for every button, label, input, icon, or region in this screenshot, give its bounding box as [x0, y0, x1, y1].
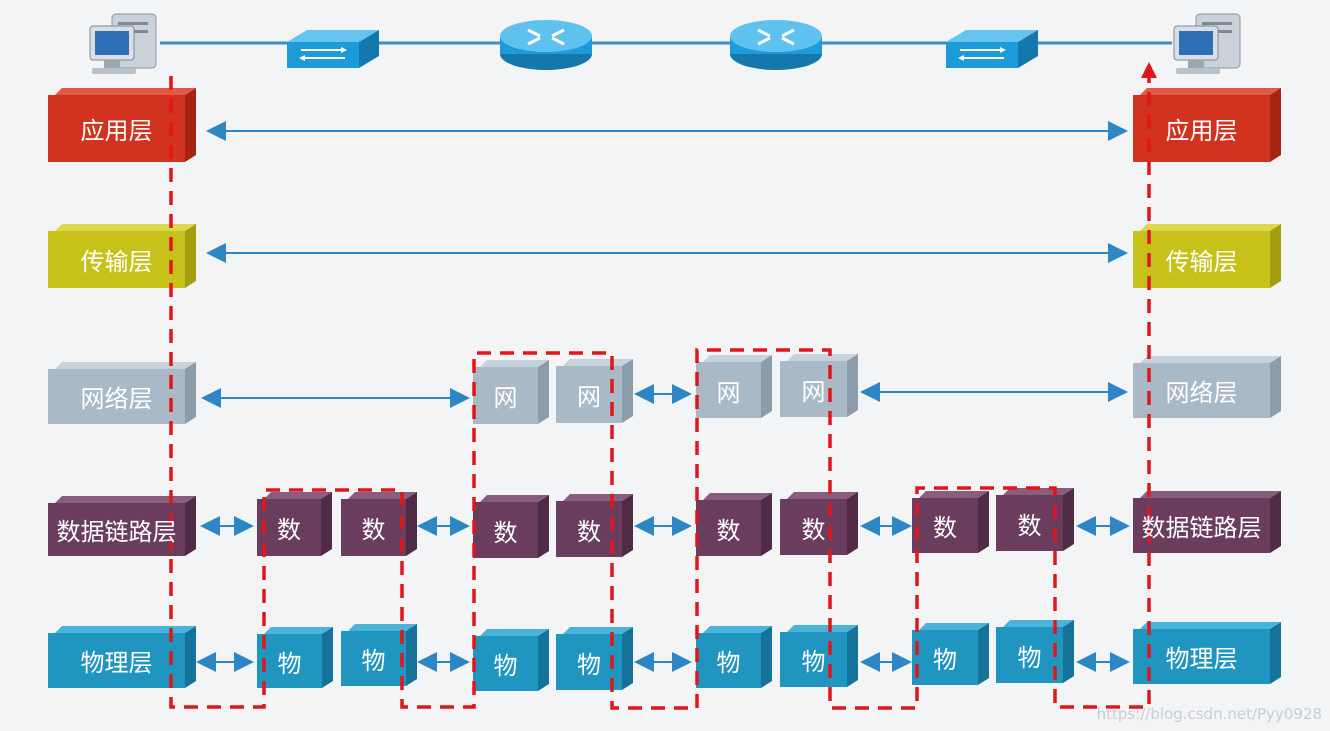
device-label: 网	[801, 377, 826, 406]
device-block-datalink: 数	[473, 495, 549, 558]
device-label: 网	[716, 378, 741, 407]
device-block-physical: 物	[780, 625, 858, 687]
device-label: 物	[801, 648, 826, 676]
layer-block-datalink: 数据链路层	[1133, 491, 1281, 553]
device-block-network: 网	[473, 360, 549, 424]
device-label: 数	[577, 517, 601, 546]
switch-icon	[946, 30, 1038, 68]
device-label: 网	[577, 383, 601, 411]
device-label: 物	[493, 652, 518, 680]
switch-icon	[287, 30, 379, 68]
layer-block-app: 应用层	[48, 88, 196, 162]
layer-label: 网络层	[1165, 379, 1238, 407]
device-block-datalink: 数	[696, 493, 772, 556]
layer-block-network: 网络层	[48, 362, 196, 424]
layer-block-network: 网络层	[1133, 356, 1281, 418]
layer-block-transport: 传输层	[48, 224, 196, 288]
device-block-physical: 物	[556, 627, 633, 690]
device-label: 数	[493, 518, 518, 547]
layer-block-datalink: 数据链路层	[48, 496, 196, 556]
device-label: 数	[361, 516, 386, 544]
device-block-datalink: 数	[257, 492, 332, 556]
device-block-physical: 物	[473, 629, 549, 691]
layer-label: 物理层	[80, 649, 153, 677]
device-label: 数	[1017, 511, 1042, 540]
layer-label: 应用层	[80, 117, 153, 145]
device-label: 物	[716, 649, 741, 677]
device-block-datalink: 数	[556, 494, 633, 557]
computer-icon	[89, 13, 157, 74]
device-label: 数	[277, 516, 301, 544]
layer-label: 数据链路层	[1141, 514, 1262, 542]
device-label: 物	[361, 647, 386, 675]
router-icon	[730, 20, 822, 70]
watermark: https://blog.csdn.net/Pyy0928	[1096, 705, 1322, 723]
device-label: 数	[933, 514, 957, 542]
device-block-network: 网	[556, 359, 633, 423]
device-label: 物	[577, 650, 601, 679]
device-block-network: 网	[780, 354, 858, 417]
device-label: 物	[277, 649, 302, 678]
device-block-physical: 物	[696, 626, 772, 688]
layer-label: 传输层	[1165, 248, 1238, 276]
layer-label: 网络层	[80, 385, 153, 413]
layer-label: 应用层	[1165, 117, 1238, 145]
device-label: 物	[1017, 643, 1042, 672]
device-block-network: 网	[696, 355, 772, 418]
device-block-physical: 物	[912, 623, 989, 685]
layer-label: 物理层	[1165, 645, 1238, 673]
layer-label: 传输层	[80, 248, 153, 276]
device-block-datalink: 数	[996, 488, 1074, 551]
layer-block-physical: 物理层	[1133, 622, 1281, 684]
device-block-datalink: 数	[912, 491, 989, 553]
device-label: 物	[933, 646, 957, 674]
device-label: 网	[493, 384, 518, 412]
layer-block-physical: 物理层	[48, 626, 196, 688]
device-label: 数	[716, 516, 741, 545]
device-block-datalink: 数	[341, 492, 417, 556]
layer-label: 数据链路层	[56, 518, 177, 546]
router-icon	[500, 20, 592, 70]
device-block-datalink: 数	[780, 492, 858, 555]
layer-block-app: 应用层	[1133, 88, 1281, 162]
device-block-physical: 物	[257, 627, 333, 688]
layer-block-transport: 传输层	[1133, 224, 1281, 288]
device-block-physical: 物	[341, 624, 417, 686]
device-label: 数	[801, 515, 826, 544]
device-block-physical: 物	[996, 620, 1074, 683]
computer-icon	[1173, 13, 1241, 74]
